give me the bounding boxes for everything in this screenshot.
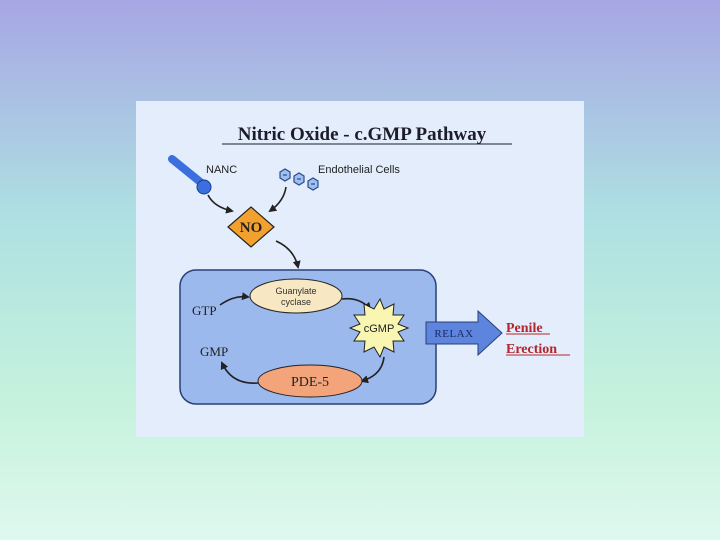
guanylate-label-line1: Guanylate	[275, 286, 316, 296]
nanc-label: NANC	[206, 164, 237, 176]
cgmp-starburst	[348, 297, 410, 359]
pde5-label: PDE-5	[291, 375, 329, 390]
endothelial-cells-icon	[279, 168, 319, 191]
pathway-diagram: Nitric Oxide - c.GMP Pathway NANC Endoth…	[168, 124, 570, 405]
no-label: NO	[240, 220, 263, 236]
outcome-label-line1: Penile	[506, 321, 543, 336]
diagram-panel: Nitric Oxide - c.GMP Pathway NANC Endoth…	[136, 101, 584, 437]
cgmp-label: cGMP	[364, 323, 395, 335]
pde5-to-gmp-arrow	[220, 361, 259, 384]
nanc-to-no-arrow	[207, 194, 234, 214]
gmp-label: GMP	[200, 344, 228, 359]
gtp-label: GTP	[192, 303, 217, 318]
endothelial-label: Endothelial Cells	[318, 164, 400, 176]
no-to-cell-arrow	[275, 240, 301, 269]
endothelial-to-no-arrow	[268, 186, 287, 213]
outcome-label-line2: Erection	[506, 342, 557, 357]
guanylate-label-line2: cyclase	[281, 297, 311, 307]
no-diamond	[227, 206, 275, 248]
relax-label: RELAX	[434, 328, 473, 340]
nanc-nerve-icon	[168, 155, 212, 195]
cgmp-to-pde5-arrow	[360, 356, 385, 384]
pde5-ellipse	[257, 364, 363, 398]
diagram-title: Nitric Oxide - c.GMP Pathway	[238, 124, 487, 145]
gtp-to-cyclase-arrow	[219, 292, 250, 306]
relax-arrow	[425, 309, 503, 357]
guanylate-cyclase-ellipse	[249, 278, 343, 314]
